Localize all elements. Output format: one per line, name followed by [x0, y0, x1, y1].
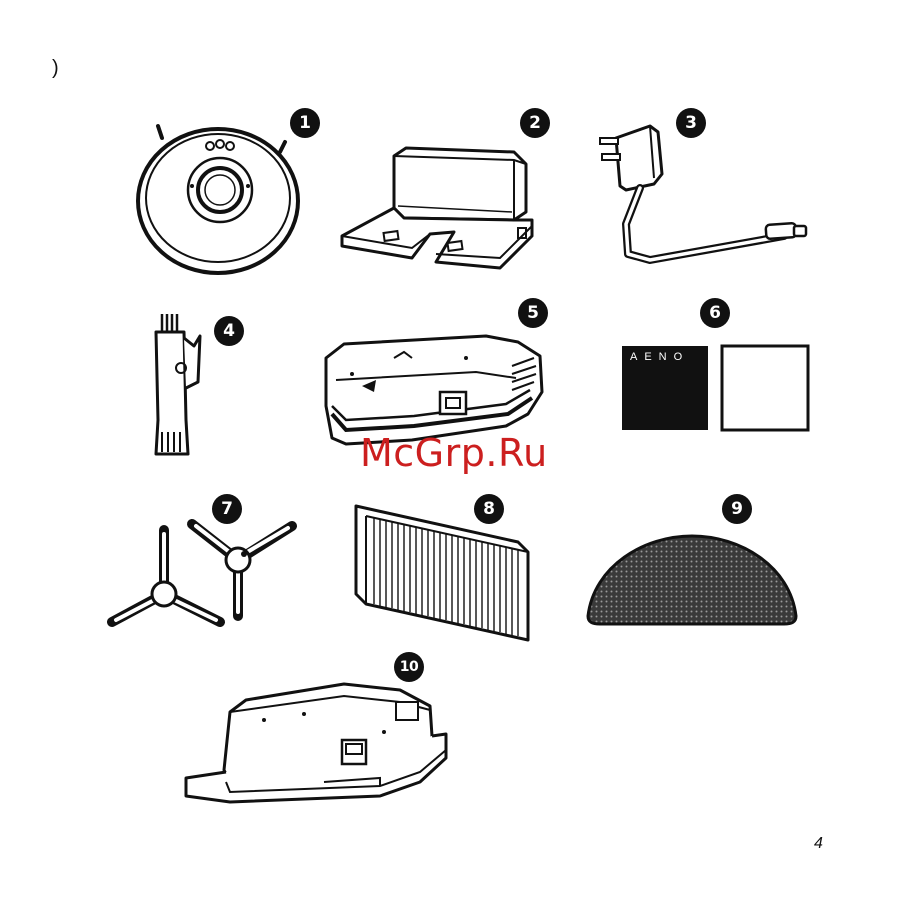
item-number-badge: 4: [214, 316, 244, 346]
mop-pad-illustration: 9: [584, 494, 800, 630]
page-number: 4: [814, 836, 823, 852]
hepa-filter-drawing: [350, 494, 540, 654]
cleaning-tool-illustration: 4: [146, 308, 256, 458]
item-number-badge: 5: [518, 298, 548, 328]
charging-dock-illustration: 2: [336, 108, 566, 268]
robot-vacuum-illustration: 1: [130, 112, 310, 282]
hepa-filter-illustration: 8: [350, 494, 540, 654]
power-adapter-illustration: 3: [596, 108, 816, 268]
water-tank-illustration: 10: [184, 650, 454, 810]
watermark: McGrp.Ru: [360, 434, 548, 472]
logo-text: AENO: [630, 351, 689, 363]
filter-sheets-illustration: AENO 6: [620, 298, 816, 438]
item-number-badge: 1: [290, 108, 320, 138]
item-number-badge: 3: [676, 108, 706, 138]
side-brushes-illustration: 7: [100, 494, 310, 634]
item-number-badge: 7: [212, 494, 242, 524]
item-number-badge: 10: [394, 652, 424, 682]
robot-vacuum-drawing: [130, 112, 310, 282]
side-brushes-drawing: [100, 494, 310, 634]
item-number-badge: 9: [722, 494, 752, 524]
item-number-badge: 8: [474, 494, 504, 524]
power-adapter-drawing: [596, 108, 816, 268]
page-corner-mark: ): [52, 58, 59, 78]
item-number-badge: 6: [700, 298, 730, 328]
mop-pad-drawing: [584, 494, 800, 630]
item-number-badge: 2: [520, 108, 550, 138]
